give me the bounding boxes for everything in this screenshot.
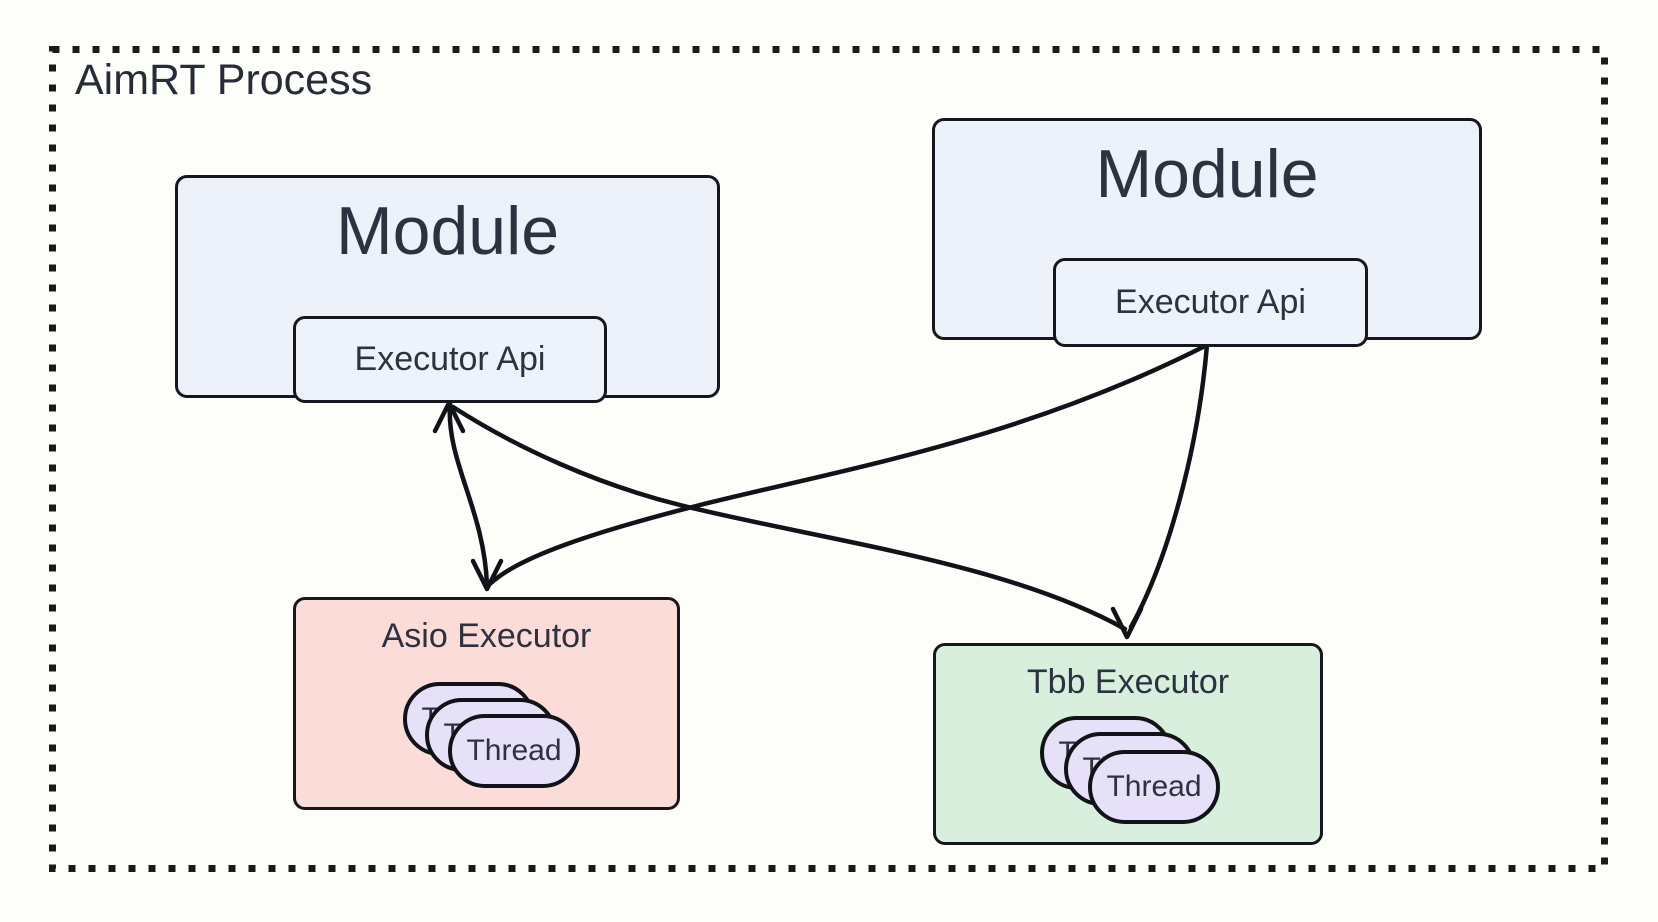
asio-executor-label: Asio Executor	[381, 617, 592, 655]
tbb-executor-label: Tbb Executor	[1026, 663, 1230, 701]
process-title: AimRT Process	[75, 56, 373, 104]
arrowhead-up-left-api	[432, 400, 466, 434]
tbb-executor-box: Tbb Executor Thread Thread Thread	[933, 643, 1323, 845]
module-left-label: Module	[335, 193, 560, 269]
tbb-thread-front-label: Thread	[1106, 770, 1202, 803]
executor-api-box-right: Executor Api	[1053, 258, 1368, 347]
tbb-thread-pill-front: Thread	[1088, 750, 1220, 824]
asio-thread-front-label: Thread	[466, 734, 562, 767]
arrow-left-api-to-asio	[447, 400, 490, 588]
module-right-label: Module	[1095, 136, 1319, 212]
executor-api-left-label: Executor Api	[354, 340, 546, 378]
module-box-right: Module Executor Api	[932, 118, 1482, 347]
module-box-left: Module Executor Api	[175, 175, 720, 403]
asio-executor-box: Asio Executor Thread Thread Thread	[293, 597, 680, 810]
arrowhead-down-tbb	[1110, 606, 1144, 640]
arrow-right-api-to-asio	[488, 342, 1210, 586]
arrowhead-down-asio	[470, 558, 504, 592]
process-dashed-border	[49, 46, 1608, 872]
asio-thread-pill-front: Thread	[448, 714, 580, 788]
arrow-left-api-to-tbb	[450, 404, 1128, 632]
executor-api-box-left: Executor Api	[293, 316, 607, 403]
executor-api-right-label: Executor Api	[1115, 283, 1306, 321]
arrow-right-api-to-tbb	[1128, 342, 1210, 630]
